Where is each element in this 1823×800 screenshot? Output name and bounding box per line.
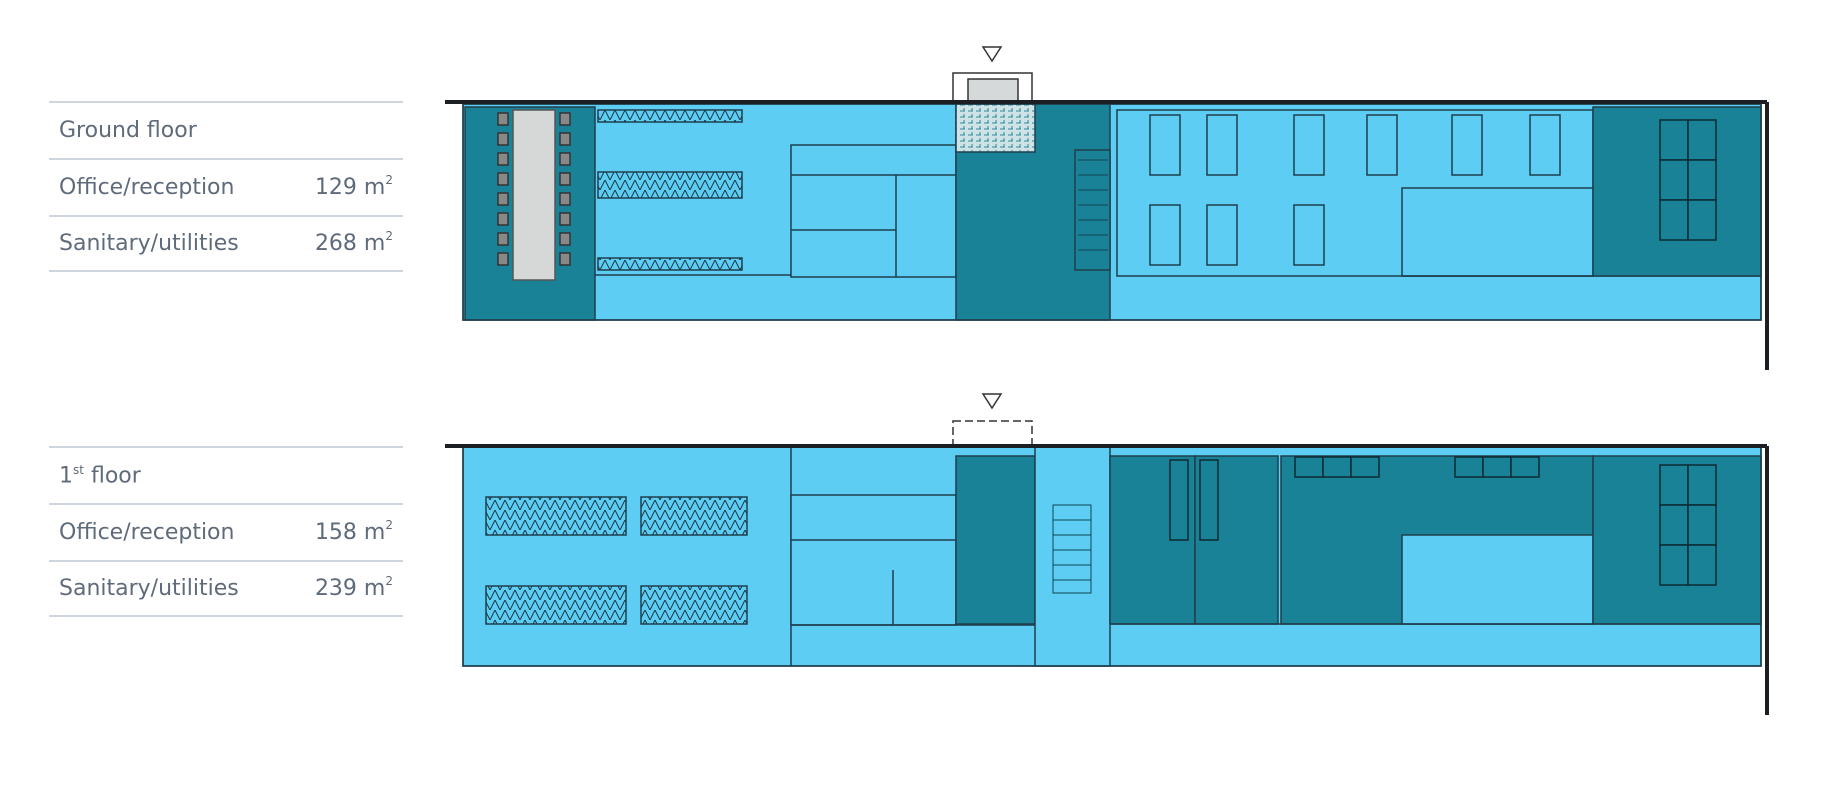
area-row-office: Office/reception 158 m2 xyxy=(49,503,403,560)
ground-floor-plan xyxy=(445,46,1769,370)
area-row-office: Office/reception 129 m2 xyxy=(49,158,403,215)
area-label: Office/reception xyxy=(59,175,235,200)
area-row-sanitary: Sanitary/utilities 239 m2 xyxy=(49,560,403,617)
washroom xyxy=(790,494,957,626)
area-value: 129 m2 xyxy=(314,173,393,200)
floor-title: 1st floor xyxy=(59,462,141,489)
storage-rack xyxy=(640,496,748,536)
toilets xyxy=(1401,187,1594,277)
office-room xyxy=(955,455,1036,625)
canopy-outline xyxy=(952,420,1033,446)
storage-rack xyxy=(597,109,743,123)
storage-rack xyxy=(485,496,627,536)
conference-table xyxy=(512,109,556,281)
entrance-marker-icon xyxy=(981,393,1003,410)
area-label: Office/reception xyxy=(59,520,235,545)
area-value: 158 m2 xyxy=(314,518,393,545)
first-floor-legend: 1st floor Office/reception 158 m2 Sanitar… xyxy=(49,446,403,617)
storage-rack xyxy=(597,171,743,199)
area-row-sanitary: Sanitary/utilities 268 m2 xyxy=(49,215,403,272)
stairwell xyxy=(1034,446,1111,667)
area-label: Sanitary/utilities xyxy=(59,231,239,256)
area-value: 239 m2 xyxy=(314,574,393,601)
storage-rack xyxy=(640,585,748,625)
toilets xyxy=(1401,534,1594,625)
first-floor-plan xyxy=(445,393,1769,715)
entrance-floor xyxy=(955,103,1036,153)
ground-floor-legend: Ground floor Office/reception 129 m2 Sani… xyxy=(49,101,403,272)
office-desks xyxy=(1149,114,1561,266)
area-value: 268 m2 xyxy=(314,229,393,256)
staircase xyxy=(1074,149,1111,271)
chairs xyxy=(497,112,571,266)
washroom xyxy=(790,144,957,278)
entrance-marker-icon xyxy=(981,46,1003,63)
floor-title-row: 1st floor xyxy=(49,446,403,503)
area-label: Sanitary/utilities xyxy=(59,576,239,601)
storage-rack xyxy=(485,585,627,625)
workstations xyxy=(1169,456,1540,541)
floor-title: Ground floor xyxy=(59,118,197,143)
floor-title-row: Ground floor xyxy=(49,101,403,158)
storage-rack xyxy=(597,257,743,271)
